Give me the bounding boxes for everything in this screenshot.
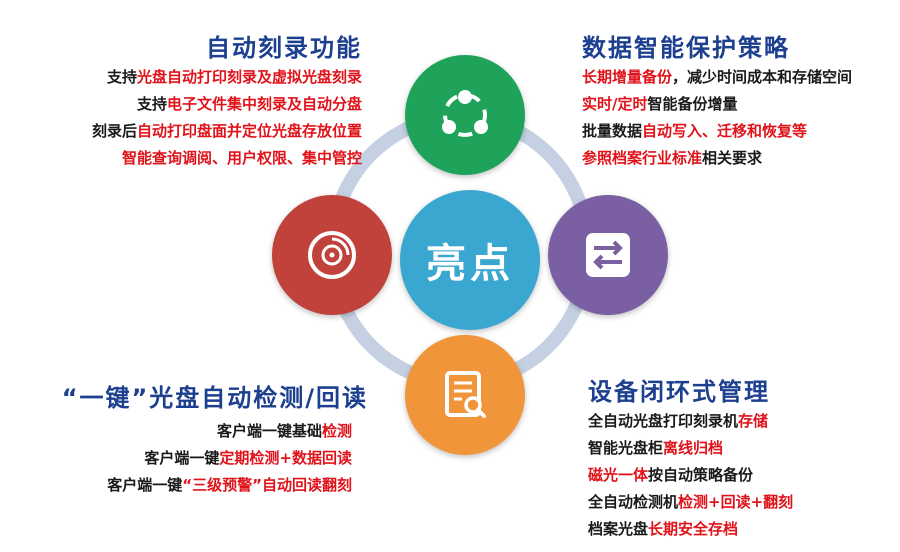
text-line: 客户端一键“三级预警”自动回读翻刻 [107, 472, 352, 499]
share-circle [405, 55, 525, 175]
text-line: 支持电子文件集中刻录及自动分盘 [92, 91, 362, 118]
highlight-text: 自动写入、迁移和恢复等 [642, 122, 808, 140]
text-line: 档案光盘长期安全存档 [588, 516, 793, 543]
section-lines-device-management: 全自动光盘打印刻录机存储智能光盘柜离线归档磁光一体按自动策略备份全自动检测机检测… [588, 408, 793, 543]
highlight-text: 智能查询调阅、用户权限、集中管控 [121, 149, 362, 167]
highlight-text: 参照档案行业标准 [582, 149, 703, 167]
highlight-text: 实时/定时 [582, 95, 648, 113]
plain-text: 按自动策略备份 [648, 466, 754, 484]
section-title-one-click-check: “一键”光盘自动检测/回读 [61, 384, 368, 412]
highlight-text: 检测+回读+翻刻 [678, 493, 794, 511]
swap-circle [548, 195, 668, 315]
text-line: 客户端一键定期检测+数据回读 [107, 445, 352, 472]
plain-text: 客户端一键 [144, 449, 220, 467]
plain-text: 支持 [136, 95, 167, 113]
text-line: 参照档案行业标准相关要求 [582, 145, 852, 172]
document-circle [405, 335, 525, 455]
text-line: 智能查询调阅、用户权限、集中管控 [92, 145, 362, 172]
text-line: 长期增量备份，减少时间成本和存储空间 [582, 64, 852, 91]
highlight-text: 光盘自动打印刻录及虚拟光盘刻录 [136, 68, 362, 86]
highlight-text: 磁光一体 [588, 466, 649, 484]
text-line: 支持光盘自动打印刻录及虚拟光盘刻录 [92, 64, 362, 91]
section-lines-data-protection: 长期增量备份，减少时间成本和存储空间实时/定时智能备份增量批量数据自动写入、迁移… [582, 64, 852, 172]
plain-text: 刻录后 [91, 122, 137, 140]
swap-arrows-icon [586, 233, 630, 277]
plain-text: 智能光盘柜 [588, 439, 664, 457]
section-title-auto-burn: 自动刻录功能 [206, 34, 362, 62]
section-title-device-management: 设备闭环式管理 [588, 378, 770, 406]
section-lines-auto-burn: 支持光盘自动打印刻录及虚拟光盘刻录支持电子文件集中刻录及自动分盘刻录后自动打印盘… [92, 64, 362, 172]
text-line: 全自动检测机检测+回读+翻刻 [588, 489, 793, 516]
text-line: 实时/定时智能备份增量 [582, 91, 852, 118]
text-line: 客户端一键基础检测 [107, 418, 352, 445]
document-search-icon [445, 371, 486, 418]
plain-text: 全自动检测机 [588, 493, 679, 511]
highlight-text: 存储 [738, 412, 769, 430]
text-line: 批量数据自动写入、迁移和恢复等 [582, 118, 852, 145]
highlight-text: 离线归档 [663, 439, 724, 457]
highlight-text: 定期检测+数据回读 [219, 449, 352, 467]
text-line: 磁光一体按自动策略备份 [588, 462, 793, 489]
highlight-text: 长期安全存档 [648, 520, 739, 538]
plain-text: ，减少时间成本和存储空间 [672, 68, 853, 86]
plain-text: 客户端一键基础 [216, 422, 322, 440]
highlight-text: 电子文件集中刻录及自动分盘 [166, 95, 362, 113]
highlight-text: 检测 [321, 422, 352, 440]
plain-text: 批量数据 [582, 122, 643, 140]
section-title-data-protection: 数据智能保护策略 [582, 34, 790, 62]
share-network-icon [442, 90, 488, 137]
center-circle: 亮点 [400, 190, 540, 330]
disc-icon [308, 231, 356, 279]
plain-text: 相关要求 [702, 149, 763, 167]
plain-text: 客户端一键 [107, 476, 183, 494]
text-line: 智能光盘柜离线归档 [588, 435, 793, 462]
plain-text: 智能备份增量 [647, 95, 738, 113]
section-lines-one-click-check: 客户端一键基础检测客户端一键定期检测+数据回读客户端一键“三级预警”自动回读翻刻 [107, 418, 352, 499]
plain-text: 全自动光盘打印刻录机 [588, 412, 739, 430]
plain-text: 支持 [106, 68, 137, 86]
center-label: 亮点 [426, 241, 514, 287]
text-line: 全自动光盘打印刻录机存储 [588, 408, 793, 435]
plain-text: 档案光盘 [588, 520, 649, 538]
highlight-text: 自动打印盘面并定位光盘存放位置 [136, 122, 362, 140]
highlight-text: “三级预警”自动回读翻刻 [182, 476, 352, 494]
text-line: 刻录后自动打印盘面并定位光盘存放位置 [92, 118, 362, 145]
highlight-text: 长期增量备份 [582, 68, 673, 86]
disc-circle [272, 195, 392, 315]
